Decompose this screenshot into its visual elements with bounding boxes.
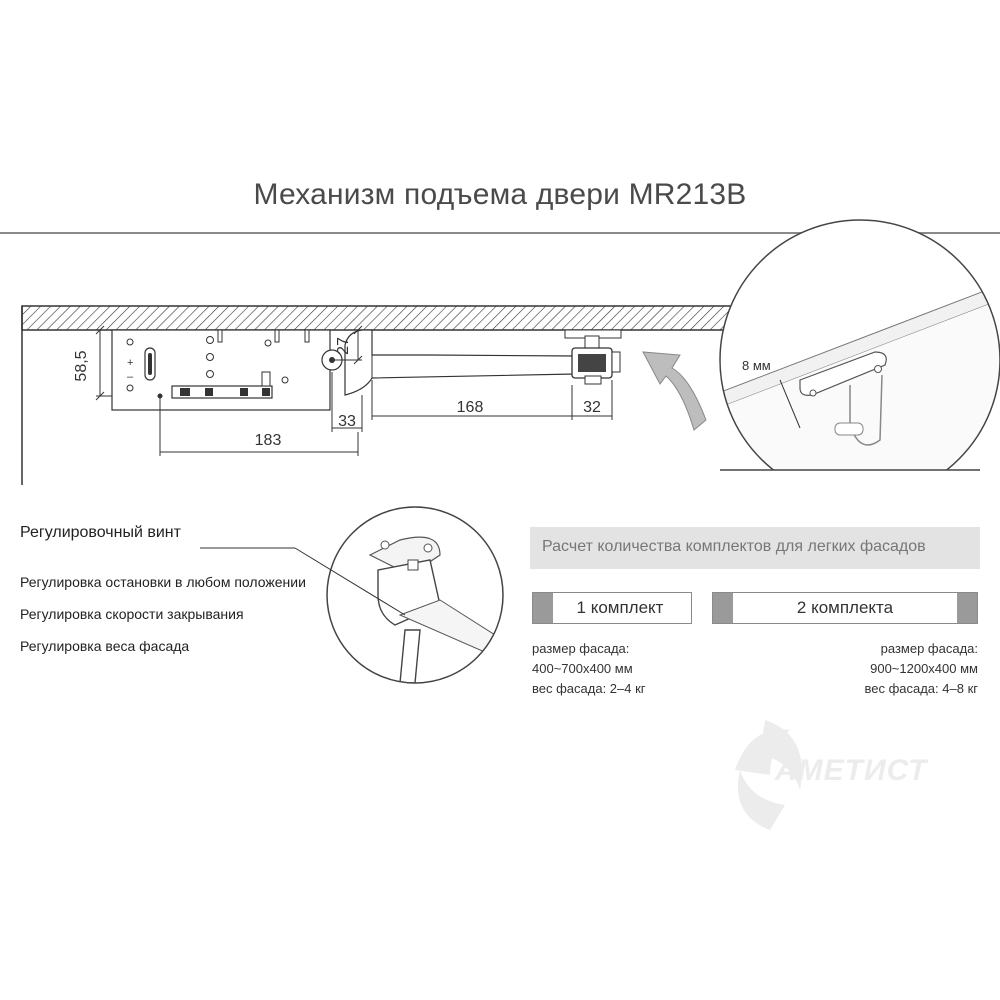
dimension-58-5-label: 58,5 <box>73 350 90 381</box>
kit-1-spec: размер фасада: 400~700x400 мм вес фасада… <box>532 639 646 699</box>
watermark-text: АМЕТИСТ <box>775 754 928 787</box>
title-divider <box>0 232 1000 234</box>
watermark-logo-mark <box>735 720 802 830</box>
adjustment-heading: Регулировочный винт <box>20 524 181 541</box>
kit-2-spec: размер фасада: 900~1200x400 мм вес фасад… <box>864 639 978 699</box>
adjustment-item-weight: Регулировка веса фасада <box>20 638 190 654</box>
dimension-8mm-label: 8 мм <box>742 358 771 373</box>
kit-1-box: 1 комплект <box>532 592 692 624</box>
kit-2-box: 2 комплекта <box>712 592 978 624</box>
kit-1-size-label: размер фасада: <box>532 641 630 656</box>
calculation-header-bar <box>530 527 980 569</box>
plus-sign: + <box>127 357 133 369</box>
dimension-32 <box>572 380 613 420</box>
dimension-27 <box>332 325 363 365</box>
kit-2-weight: вес фасада: 4–8 кг <box>864 681 978 696</box>
dimension-58-5 <box>95 325 112 401</box>
dimension-183-label: 183 <box>255 432 282 449</box>
dimension-33-label: 33 <box>338 413 356 430</box>
calculation-heading: Расчет количества комплектов для легких … <box>542 538 926 555</box>
lift-arm <box>344 329 576 396</box>
dimension-168 <box>371 380 573 420</box>
kit-2-cap-right <box>957 593 977 623</box>
kit-1-label: 1 комплект <box>576 598 664 617</box>
kit-2-cap-left <box>713 593 733 623</box>
dimension-32-label: 32 <box>583 399 601 416</box>
dimension-183 <box>159 398 359 456</box>
zoom-detail-bracket <box>700 219 1000 510</box>
adjustment-item-speed: Регулировка скорости закрывания <box>20 606 244 622</box>
door-bracket <box>564 329 622 385</box>
cabinet-top <box>21 305 783 331</box>
dimension-168-label: 168 <box>457 399 484 416</box>
zoom-arrow <box>642 351 707 431</box>
kit-2-size-value: 900~1200x400 мм <box>870 661 978 676</box>
page-title: Механизм подъема двери MR213B <box>253 178 747 211</box>
dimension-27-label: 27 <box>335 337 352 355</box>
kit-1-size-value: 400~700x400 мм <box>532 661 633 676</box>
kit-1-cap <box>533 593 553 623</box>
minus-sign: – <box>127 371 134 383</box>
kit-2-label: 2 комплекта <box>796 598 894 617</box>
kit-1-weight: вес фасада: 2–4 кг <box>532 681 646 696</box>
kit-2-size-label: размер фасада: <box>880 641 978 656</box>
adjustment-item-stop: Регулировка остановки в любом положении <box>20 574 306 590</box>
mounting-plate <box>111 329 343 411</box>
zoom-detail-screw <box>200 506 504 684</box>
dimension-33 <box>331 372 363 432</box>
